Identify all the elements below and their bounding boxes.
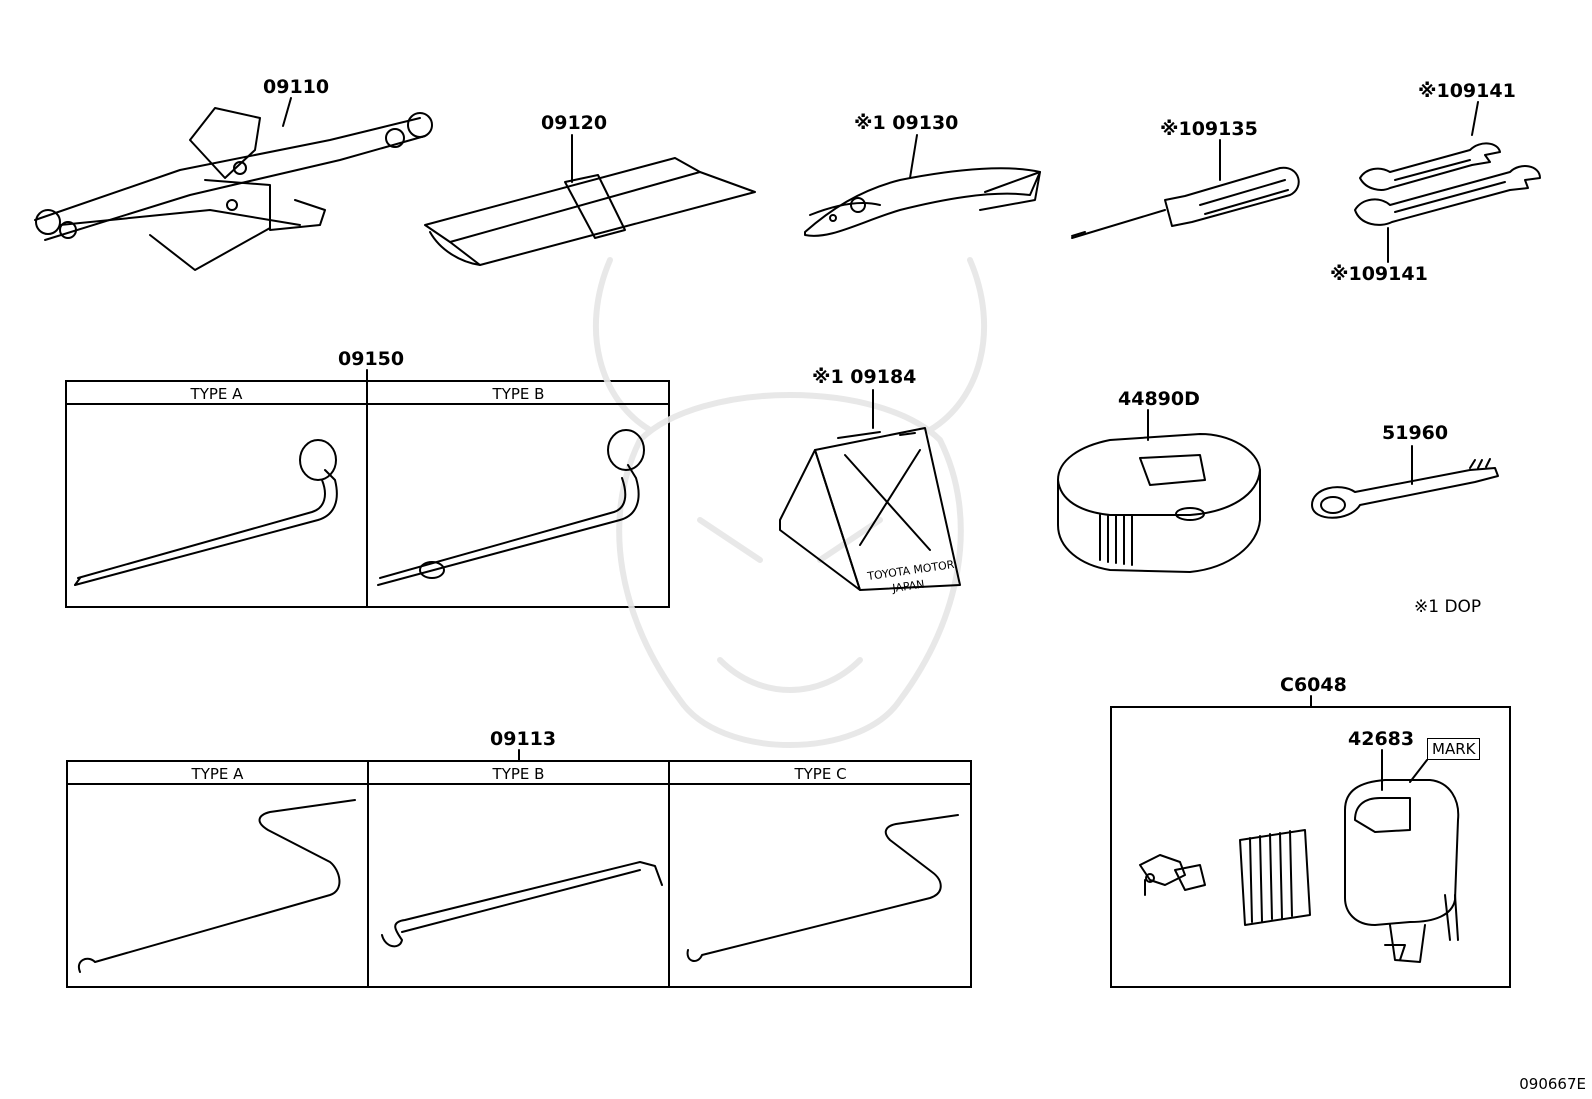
jack-handle-type-b-header: TYPE B	[492, 765, 545, 783]
handle-type-b-header: TYPE B	[492, 385, 545, 403]
jack-rod-c	[686, 814, 959, 962]
tool-bag	[424, 157, 756, 266]
jack-handle-type-c-header: TYPE C	[794, 765, 847, 783]
kit-valve-parts	[1139, 854, 1206, 896]
warning-triangle	[779, 427, 961, 591]
scissor-jack	[34, 107, 433, 271]
dop-note: ※1 DOP	[1414, 597, 1482, 617]
triangle-text-line2: JAPAN	[891, 578, 926, 596]
watermark	[592, 257, 988, 748]
label-kit: C6048	[1280, 674, 1347, 696]
handle-type-a-header: TYPE A	[190, 385, 243, 403]
jack-rod-a	[77, 799, 356, 973]
label-jack-handle: 09113	[490, 728, 557, 750]
jack-handle-type-a-header: TYPE A	[191, 765, 244, 783]
mark-label: MARK	[1427, 738, 1481, 760]
label-screwdriver: ※109135	[1160, 118, 1258, 140]
jack-rod-b	[381, 861, 663, 948]
label-tool-bag: 09120	[541, 112, 608, 134]
tow-hook	[1311, 458, 1499, 519]
label-triangle: ※1 09184	[812, 366, 917, 388]
drawing-code: 090667E	[1519, 1075, 1586, 1093]
label-tow-hook: 51960	[1382, 422, 1449, 444]
label-compressor: 42683	[1348, 728, 1415, 750]
label-wrench-bottom: ※109141	[1330, 263, 1428, 285]
lug-wrench-b	[377, 429, 645, 586]
wrench-top	[1359, 142, 1501, 191]
label-pliers: ※1 09130	[854, 112, 959, 134]
pliers	[804, 167, 1041, 237]
label-wrench-top: ※109141	[1418, 80, 1516, 102]
wrench-bottom	[1354, 165, 1541, 226]
label-repair-kit: 44890D	[1118, 388, 1200, 410]
kit-box	[1110, 706, 1511, 988]
kit-sealant-pack	[1239, 829, 1311, 926]
table-lines	[65, 380, 972, 988]
lug-wrench-a	[74, 439, 338, 586]
leader-lines	[282, 97, 1479, 791]
kit-compressor	[1344, 779, 1460, 963]
label-handle: 09150	[338, 348, 405, 370]
label-jack: 09110	[263, 76, 330, 98]
screwdriver	[1071, 166, 1300, 239]
repair-kit-box	[1057, 433, 1261, 573]
